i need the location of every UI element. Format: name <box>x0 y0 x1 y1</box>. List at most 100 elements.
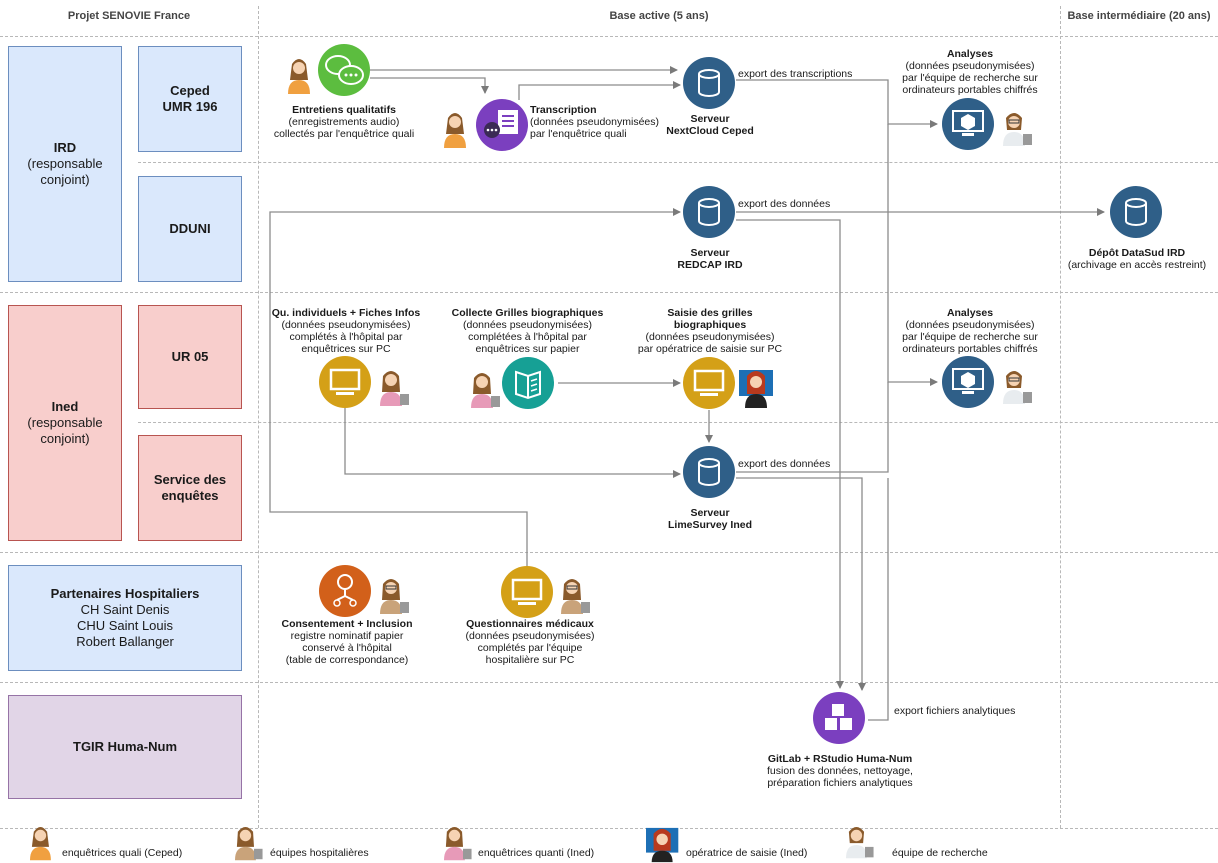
label-saisie-title: Saisie des grilles <box>667 307 753 319</box>
researcher-icon <box>1003 113 1032 146</box>
label-redcap: Serveur REDCAP IRD <box>640 247 780 271</box>
label-line: (données pseudonymisées) <box>905 60 1035 72</box>
label-limesurvey: Serveur LimeSurvey Ined <box>640 507 780 531</box>
server-nextcloud-icon <box>683 57 735 109</box>
org-ird: IRD (responsable conjoint) <box>8 46 122 282</box>
org-ined-role: (responsable <box>27 415 103 430</box>
column-divider-1 <box>258 6 259 828</box>
org-partner-1: CH Saint Denis <box>80 602 170 617</box>
label-questionnaires: Questionnaires médicaux (données pseudon… <box>455 618 605 666</box>
org-tgir-name: TGIR Huma-Num <box>73 739 177 754</box>
label-redcap-title2: REDCAP IRD <box>677 259 743 271</box>
legend-item: équipe de recherche <box>892 847 988 859</box>
label-line: par l'enquêtrice quali <box>530 128 627 140</box>
label-nextcloud: Serveur NextCloud Ceped <box>640 113 780 137</box>
label-line: complétés à l'hôpital par <box>289 331 403 343</box>
edge-label-export-donnees-redcap: export des données <box>738 198 831 210</box>
transcription-icon <box>476 99 528 151</box>
woman-pink-icon <box>471 373 500 408</box>
org-ined-name: Ined <box>51 399 79 414</box>
label-redcap-title: Serveur <box>690 247 730 259</box>
label-line: préparation fichiers analytiques <box>767 777 913 789</box>
label-analyses-title: Analyses <box>946 48 994 60</box>
legend-item: opératrice de saisie (Ined) <box>686 847 808 859</box>
header-active: Base active (5 ans) <box>609 10 709 22</box>
label-depot-title: Dépôt DataSud IRD <box>1088 247 1186 259</box>
label-analyses-2: Analyses (données pseudonymisées) par l'… <box>895 307 1045 355</box>
org-service-enquetes: Service des enquêtes <box>138 435 242 541</box>
org-partner-3: Robert Ballanger <box>76 634 174 649</box>
label-line: (archivage en accès restreint) <box>1067 259 1207 271</box>
label-line: (données pseudonymisées) <box>281 319 411 331</box>
label-gitlab: GitLab + RStudio Huma-Num fusion des don… <box>755 753 925 789</box>
computer-questionnaires-icon <box>501 566 553 618</box>
org-service-line2: enquêtes <box>161 488 219 503</box>
computer-qu-indiv-icon <box>319 356 371 408</box>
edge-nextcloud-analyses <box>736 79 938 128</box>
org-ird-role2: conjoint) <box>40 172 90 187</box>
chat-bubbles-icon <box>318 44 370 96</box>
org-partners-name: Partenaires Hospitaliers <box>50 586 200 601</box>
label-line: collectés par l'enquêtrice quali <box>273 128 415 140</box>
header-intermediate: Base intermédiaire (20 ans) <box>1067 10 1211 22</box>
server-redcap-icon <box>683 186 735 238</box>
edge-redcap-gitlab <box>736 219 844 689</box>
legend-item: enquêtrices quanti (Ined) <box>478 847 595 859</box>
label-line: par l'équipe de recherche sur <box>902 331 1038 343</box>
org-ur05: UR 05 <box>138 305 242 409</box>
hospital-staff-icon <box>380 579 409 614</box>
label-qu-indiv: Qu. individuels + Fiches Infos (données … <box>266 307 426 355</box>
woman-orange-icon <box>444 113 466 148</box>
label-line: (table de correspondance) <box>285 654 409 666</box>
label-entretiens: Entretiens qualitatifs (enregistrements … <box>262 104 426 140</box>
label-collecte-title: Collecte Grilles biographiques <box>451 307 604 319</box>
woman-orange-icon <box>30 826 51 861</box>
edge-questionnaires-redcap <box>269 208 681 568</box>
hospital-staff-icon <box>235 826 263 861</box>
label-line: (données pseudonymisées) <box>463 319 592 331</box>
org-service-line1: Service des <box>153 472 227 487</box>
org-ined: Ined (responsable conjoint) <box>8 305 122 541</box>
edge-qu-indiv-limesurvey <box>344 408 681 478</box>
label-line: (données pseudonymisées) <box>645 331 775 343</box>
label-line: hospitalière sur PC <box>485 654 575 666</box>
org-dduni: DDUNI <box>138 176 242 282</box>
label-line: complétées à l'hôpital par <box>468 331 587 343</box>
operator-icon <box>646 827 679 863</box>
label-saisie: Saisie des grilles biographiques (donnée… <box>630 307 790 355</box>
org-ined-role2: conjoint) <box>40 431 90 446</box>
label-line: (enregistrements audio) <box>288 116 400 128</box>
label-limesurvey-title2: LimeSurvey Ined <box>667 519 753 531</box>
label-limesurvey-title: Serveur <box>690 507 730 519</box>
label-line: ordinateurs portables chiffrés <box>902 84 1038 96</box>
row-divider <box>138 422 1218 423</box>
edge-gitlab-export <box>868 478 889 721</box>
org-ur05-name: UR 05 <box>171 349 209 364</box>
analyses-1-icon <box>942 98 994 150</box>
edge-entretiens-transcription <box>370 77 489 94</box>
label-line: (données pseudonymisées) <box>905 319 1035 331</box>
researcher-icon <box>846 826 874 859</box>
label-consentement-title: Consentement + Inclusion <box>281 618 413 630</box>
edge-label-export-fichiers: export fichiers analytiques <box>894 705 1016 717</box>
label-analyses-title: Analyses <box>946 307 994 319</box>
depot-datasud-icon <box>1110 186 1162 238</box>
label-line: complétés par l'équipe <box>477 642 583 654</box>
consent-icon <box>319 565 371 617</box>
gitlab-rstudio-icon <box>813 692 865 744</box>
row-divider <box>138 162 1218 163</box>
label-line: par opératrice de saisie sur PC <box>637 343 783 355</box>
label-depot: Dépôt DataSud IRD (archivage en accès re… <box>1062 247 1212 271</box>
label-collecte: Collecte Grilles biographiques (données … <box>445 307 610 355</box>
label-saisie-title2: biographiques <box>673 319 747 331</box>
org-dduni-name: DDUNI <box>169 221 211 236</box>
label-analyses-1: Analyses (données pseudonymisées) par l'… <box>895 48 1045 96</box>
row-divider <box>0 552 1218 553</box>
label-transcription: Transcription (données pseudonymisées) p… <box>530 104 659 140</box>
edge-transcription-nextcloud <box>518 81 681 100</box>
row-divider <box>0 682 1218 683</box>
analyses-2-icon <box>942 356 994 408</box>
column-divider-2 <box>1060 6 1061 828</box>
label-line: conservé à l'hôpital <box>302 642 392 654</box>
